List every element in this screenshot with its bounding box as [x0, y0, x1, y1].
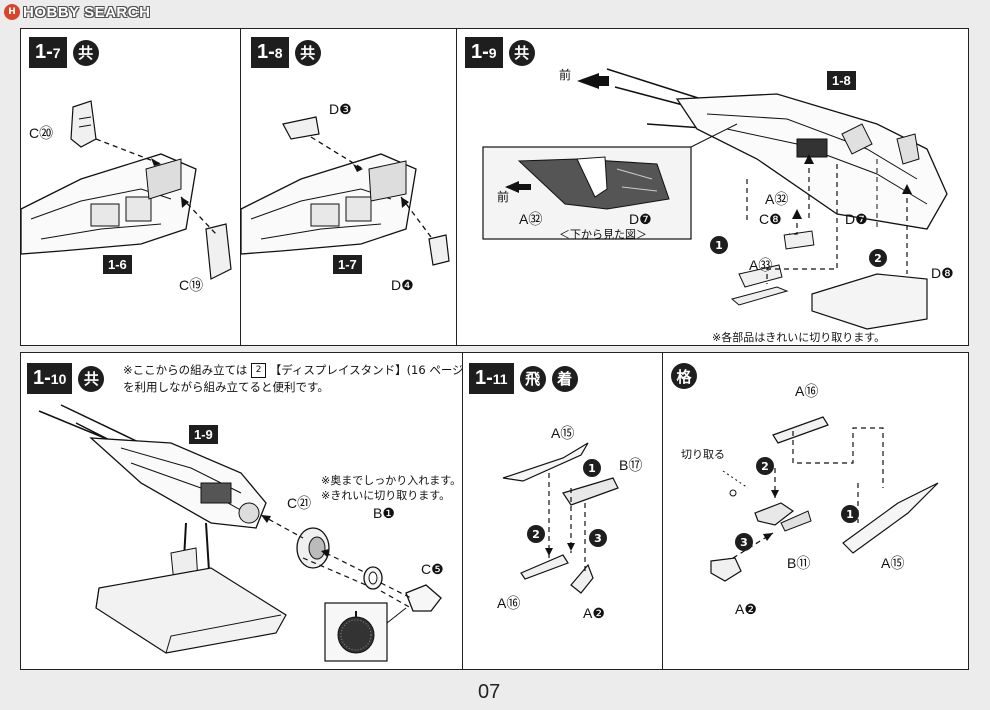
part-label-d3: D❸	[329, 101, 352, 117]
step-header: 1-10 共	[27, 363, 105, 394]
sequence-1-icon: 1	[710, 236, 728, 254]
part-label-b1: B❶	[373, 505, 395, 521]
part-label-a33: A㉝	[749, 257, 773, 273]
front-arrow-icon	[577, 73, 599, 89]
front-arrow-inset-icon	[505, 181, 519, 193]
part-label-a32: A㉜	[765, 191, 789, 207]
sequence-2-icon: 2	[527, 525, 545, 543]
part-label-d7: D❼	[845, 211, 868, 227]
step-header: 1-9 共	[465, 37, 535, 68]
part-label-a15: A⑮	[551, 425, 575, 441]
panel-step-1-7: 1-7 共 C⑳ 1-6 C⑲	[20, 28, 242, 346]
sequence-1-icon: 1	[583, 459, 601, 477]
common-mark-icon: 共	[78, 365, 105, 392]
part-label-b11: B⑪	[787, 555, 811, 571]
part-label-a2: A❷	[735, 601, 757, 617]
ref-tag-1-9: 1-9	[189, 425, 218, 444]
assembly-drawing	[20, 100, 232, 280]
step-header: 1-11 飛 着	[469, 363, 578, 394]
part-label-d4: D❹	[391, 277, 414, 293]
part-label-c20: C⑳	[29, 125, 54, 141]
part-label-d8: D❽	[931, 265, 954, 281]
step-header: 格	[671, 363, 697, 389]
part-label-d7-inset: D❼	[629, 211, 652, 227]
panel-step-1-10: 1-10 共 ※ここからの組み立ては 2 【ディスプレイスタ	[20, 352, 468, 670]
panel-step-battroid: 格 A⑯ 切り取る B⑪ A⑮ A❷ 1 2 3	[662, 352, 969, 670]
assembly-drawing	[482, 68, 948, 330]
step-header: 1-8 共	[251, 37, 321, 68]
sequence-3-icon: 3	[735, 533, 753, 551]
common-mark-icon: 共	[294, 39, 321, 66]
part-label-c5: C❺	[421, 561, 444, 577]
part-label-c19: C⑲	[179, 277, 204, 293]
ref-tag-1-6: 1-6	[103, 255, 132, 274]
battroid-mark-icon: 格	[671, 363, 697, 389]
cut-label: 切り取る	[681, 449, 725, 461]
sequence-2-icon: 2	[869, 249, 887, 267]
common-mark-icon: 共	[72, 39, 99, 66]
cut-note: ※各部品はきれいに切り取ります。	[712, 331, 886, 344]
cut-note: ※きれいに切り取ります。	[321, 489, 451, 502]
part-label-c21: C㉑	[287, 495, 312, 511]
step-header: 1-7 共	[29, 37, 99, 68]
step-number: 1-8	[251, 37, 289, 68]
part-label-a15: A⑮	[881, 555, 905, 571]
watermark: H HOBBY SEARCH	[4, 3, 150, 21]
ref-tag-1-8: 1-8	[827, 71, 856, 90]
landing-mark-icon: 着	[551, 365, 578, 392]
part-label-b17: B⑰	[619, 457, 643, 473]
part-label-a2: A❷	[583, 605, 605, 621]
panel-step-1-8: 1-8 共 D❸ 1-7 D❹	[240, 28, 458, 346]
part-label-a32-inset: A㉜	[519, 211, 543, 227]
front-label-inset: 前	[497, 190, 510, 204]
step-number: 1-11	[469, 363, 514, 394]
hobbysearch-logo-icon: H	[4, 4, 20, 20]
assembly-drawing	[240, 116, 450, 266]
step-number: 1-10	[27, 363, 73, 394]
panel-step-1-11: 1-11 飛 着 A⑮ B⑰ A⑯ A❷ 1 2 3	[462, 352, 664, 670]
book-number-icon: 2	[251, 363, 267, 378]
assembly-drawing	[502, 442, 619, 594]
assembly-drawing	[710, 416, 939, 582]
page-number: 07	[478, 681, 501, 703]
step-number: 1-7	[29, 37, 67, 68]
part-label-a16: A⑯	[497, 595, 521, 611]
front-label: 前	[559, 68, 572, 82]
fighter-mark-icon: 飛	[519, 365, 546, 392]
part-label-a16: A⑯	[795, 383, 819, 399]
panel-step-1-9: 1-9 共 前 1-8 前 A㉜ D❼	[456, 28, 969, 346]
inset-caption: ＜下から見た図＞	[559, 229, 647, 241]
common-mark-icon: 共	[508, 39, 535, 66]
assembly-drawing	[38, 404, 442, 662]
insert-note: ※奥までしっかり入れます。	[321, 474, 462, 487]
stand-note: ※ここからの組み立ては 2 【ディスプレイスタンド】(16 ページ) を利用しな…	[123, 363, 469, 394]
sequence-1-icon: 1	[841, 505, 859, 523]
part-label-c8: C❽	[759, 211, 782, 227]
watermark-text: HOBBY SEARCH	[23, 3, 151, 21]
step-number: 1-9	[465, 37, 503, 68]
sequence-3-icon: 3	[589, 529, 607, 547]
ref-tag-1-7: 1-7	[333, 255, 362, 274]
sequence-2-icon: 2	[756, 457, 774, 475]
